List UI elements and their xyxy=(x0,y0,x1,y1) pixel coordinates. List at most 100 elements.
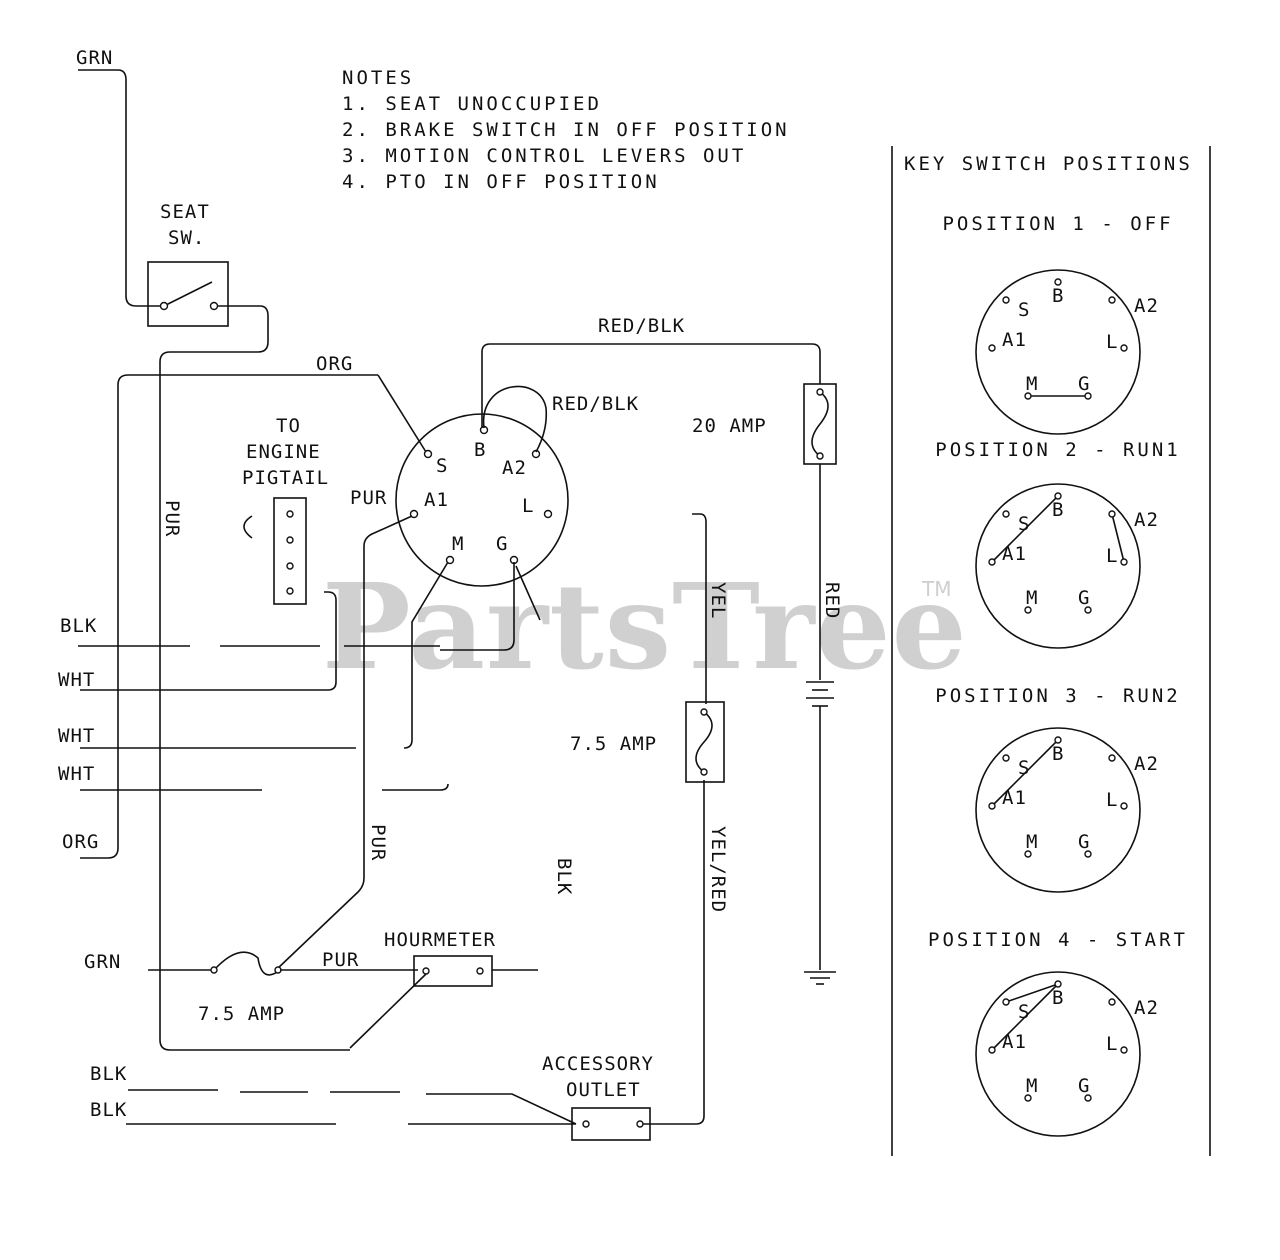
key-terminal-a1 xyxy=(409,509,419,519)
wire-m-terminal xyxy=(403,561,449,749)
seat-switch-box xyxy=(147,261,229,327)
key-position-terminal xyxy=(1002,998,1010,1006)
accessory-outlet-label-2: OUTLET xyxy=(566,1079,641,1101)
wire-label-pur-a1: PUR xyxy=(350,487,387,509)
key-position-terminal xyxy=(988,802,996,810)
key-label-a2: A2 xyxy=(502,457,527,479)
engine-pigtail-latch xyxy=(243,515,253,539)
fuse-75amp-mid-terminal-top xyxy=(700,708,708,716)
wire-label-red: RED xyxy=(821,582,843,619)
wire-blk-a xyxy=(128,1089,577,1125)
seat-switch-contact xyxy=(163,281,213,307)
key-position-connection xyxy=(991,739,1059,807)
hourmeter-terminal-1 xyxy=(422,967,430,975)
key-position-connection xyxy=(991,983,1059,1051)
key-position-label: POSITION 1 - OFF xyxy=(942,213,1173,235)
panel-title: KEY SWITCH POSITIONS xyxy=(904,153,1193,175)
key-position-terminal-label: G xyxy=(1078,1075,1090,1097)
hourmeter-label: HOURMETER xyxy=(384,929,496,951)
wire-label-blk: BLK xyxy=(60,615,97,637)
key-position-terminal xyxy=(1054,980,1062,988)
key-position-terminal xyxy=(1054,736,1062,744)
key-position-terminal xyxy=(1024,1094,1032,1102)
seat-switch-label-1: SEAT xyxy=(160,201,210,223)
key-position-terminal xyxy=(988,1046,996,1054)
key-position-terminal-label: S xyxy=(1018,299,1030,321)
key-position-terminal xyxy=(1108,998,1116,1006)
key-position-terminal xyxy=(1024,392,1032,400)
wire-label-wht-2: WHT xyxy=(58,725,95,747)
wire-label-blk-b: BLK xyxy=(90,1099,127,1121)
wire-red-blk-loop xyxy=(482,385,548,453)
hourmeter-box xyxy=(413,955,493,987)
wire-label-pur-vertical: PUR xyxy=(161,500,183,537)
wire-label-yel-red: YEL/RED xyxy=(707,826,729,913)
fuse-20amp-terminal-top xyxy=(816,388,824,396)
engine-pigtail-label-2: ENGINE xyxy=(246,441,321,463)
note-1: 1. SEAT UNOCCUPIED xyxy=(342,93,602,115)
key-position-terminal-label: A1 xyxy=(1002,329,1027,351)
key-position-terminal xyxy=(1120,558,1128,566)
wire-label-red-blk-loop: RED/BLK xyxy=(552,393,639,415)
key-position-terminal xyxy=(1108,510,1116,518)
key-position-terminal-label: L xyxy=(1106,789,1118,811)
wire-pur-a1 xyxy=(275,515,413,971)
wire-label-red-blk-top: RED/BLK xyxy=(598,315,685,337)
key-position-terminal-label: A2 xyxy=(1134,509,1159,531)
key-position-terminal-label: B xyxy=(1052,499,1064,521)
wire-label-blk-mid: BLK xyxy=(553,858,575,895)
key-position-terminal xyxy=(1120,802,1128,810)
fuse-75amp-mid-label: 7.5 AMP xyxy=(570,733,657,755)
engine-pigtail-label-1: TO xyxy=(276,415,301,437)
fuse-75amp-mid-box xyxy=(685,701,725,783)
key-position-terminal-label: A1 xyxy=(1002,787,1027,809)
key-position-terminal xyxy=(1054,278,1062,286)
key-position-terminal-label: S xyxy=(1018,1001,1030,1023)
key-position-circle xyxy=(975,971,1141,1137)
wire-label-grn-top: GRN xyxy=(76,47,113,69)
key-position-terminal-label: M xyxy=(1026,831,1038,853)
notes-title: NOTES xyxy=(342,67,414,89)
key-label-s: S xyxy=(436,455,448,477)
fuse-75amp-mid-element xyxy=(695,711,713,773)
key-position-terminal xyxy=(1084,606,1092,614)
key-position-circle xyxy=(975,727,1141,893)
wire-hourmeter-return xyxy=(349,973,427,1049)
fuse-20amp-terminal-bottom xyxy=(816,452,824,460)
key-position-terminal xyxy=(1024,850,1032,858)
key-position-terminal xyxy=(1084,1094,1092,1102)
wire-label-pur-hourmeter: PUR xyxy=(322,949,359,971)
key-position-terminal-label: A1 xyxy=(1002,1031,1027,1053)
key-terminal-l xyxy=(543,509,553,519)
key-position-terminal xyxy=(1084,850,1092,858)
fuse-75amp-low-label: 7.5 AMP xyxy=(198,1003,285,1025)
wire-yel-red xyxy=(642,780,705,1125)
key-position-terminal xyxy=(1002,754,1010,762)
key-position-terminal-label: G xyxy=(1078,587,1090,609)
accessory-outlet-terminal-2 xyxy=(636,1120,644,1128)
key-position-terminal-label: A2 xyxy=(1134,295,1159,317)
ground-symbol xyxy=(804,971,836,985)
key-position-terminal-label: L xyxy=(1106,1033,1118,1055)
key-position-terminal-label: G xyxy=(1078,831,1090,853)
key-position-terminal xyxy=(1120,344,1128,352)
accessory-outlet-box xyxy=(571,1107,651,1141)
wire-org-to-s xyxy=(377,374,427,453)
seat-switch-terminal-1 xyxy=(159,301,169,311)
key-position-terminal-label: G xyxy=(1078,373,1090,395)
wire-label-yel: YEL xyxy=(707,582,729,619)
key-position-terminal xyxy=(1084,392,1092,400)
key-position-terminal-label: A2 xyxy=(1134,997,1159,1019)
key-terminal-m xyxy=(445,555,455,565)
key-position-connection xyxy=(991,495,1059,563)
key-position-terminal-label: B xyxy=(1052,285,1064,307)
fuse-20amp-element xyxy=(811,391,829,457)
key-position-terminal xyxy=(1108,754,1116,762)
harness-lines: BLK WHT WHT WHT ORG xyxy=(58,591,449,853)
key-label-l: L xyxy=(522,495,534,517)
